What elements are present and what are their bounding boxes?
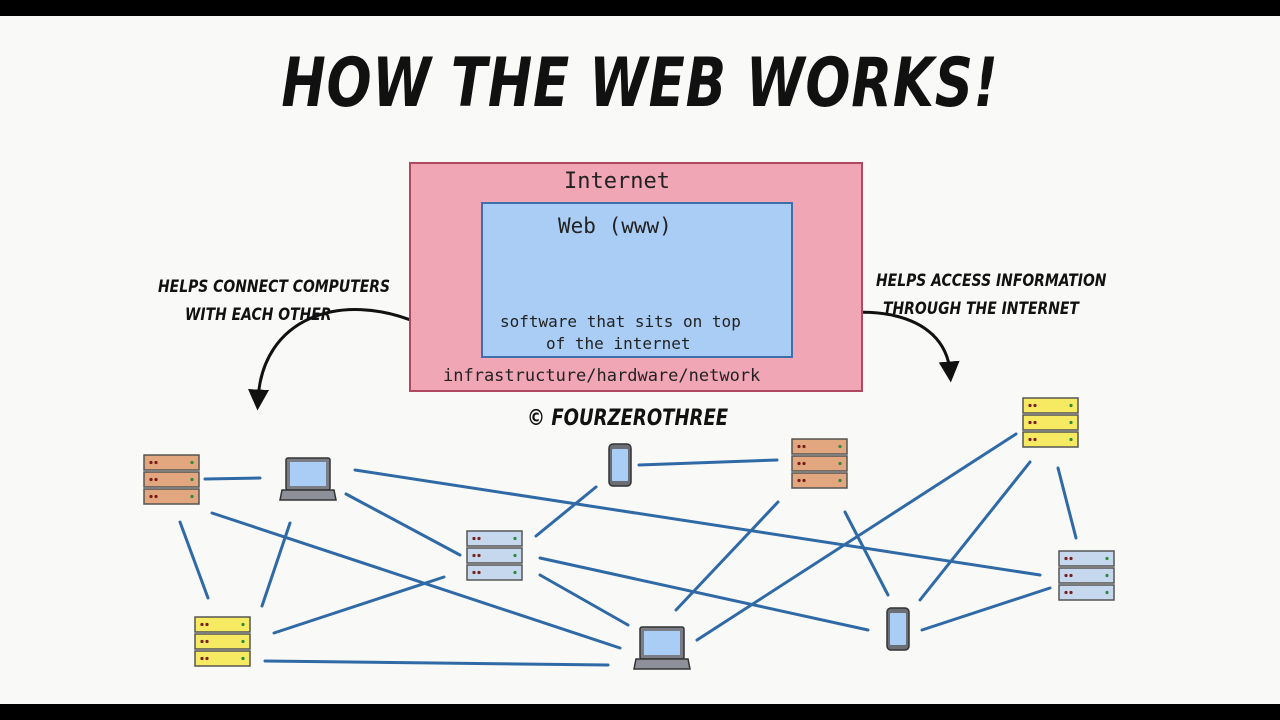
web-box bbox=[481, 202, 793, 358]
network-link bbox=[272, 575, 446, 635]
laptop-icon bbox=[633, 626, 691, 670]
network-link bbox=[353, 468, 1042, 577]
phone-icon bbox=[886, 607, 910, 651]
network-link bbox=[178, 520, 210, 600]
network-link bbox=[210, 511, 622, 650]
server-icon bbox=[791, 438, 848, 489]
network-link bbox=[918, 460, 1032, 602]
network-graph bbox=[143, 308, 1115, 670]
server-icon bbox=[194, 616, 251, 667]
network-link bbox=[920, 586, 1052, 632]
right-note-line1: HELPS ACCESS INFORMATION bbox=[876, 271, 1107, 291]
page-title: HOW THE WEB WORKS! bbox=[281, 44, 999, 123]
web-description-line1: software that sits on top bbox=[500, 312, 741, 331]
network-link bbox=[843, 510, 890, 597]
arrow-to-left-network bbox=[248, 308, 419, 411]
network-link bbox=[344, 492, 462, 557]
network-links bbox=[178, 432, 1078, 667]
credit: © FOURZEROTHREE bbox=[527, 406, 729, 431]
network-link bbox=[203, 476, 262, 481]
server-icon bbox=[1022, 397, 1079, 448]
diagram-canvas: HOW THE WEB WORKS! Internet Web (www) so… bbox=[0, 16, 1280, 704]
laptop-icon bbox=[279, 457, 337, 501]
server-icon bbox=[1058, 550, 1115, 601]
network-link bbox=[674, 500, 780, 612]
network-link bbox=[538, 573, 630, 627]
left-note-line1: HELPS CONNECT COMPUTERS bbox=[158, 277, 391, 297]
network-link bbox=[260, 521, 292, 608]
server-icon bbox=[466, 530, 523, 581]
web-description-line2: of the internet bbox=[546, 334, 691, 353]
phone-icon bbox=[608, 443, 632, 487]
network-link bbox=[1056, 466, 1078, 540]
server-icon bbox=[143, 454, 200, 505]
web-label: Web (www) bbox=[558, 214, 672, 238]
internet-footer: infrastructure/hardware/network bbox=[443, 366, 761, 386]
internet-label: Internet bbox=[564, 169, 670, 194]
network-link bbox=[538, 556, 870, 632]
network-link bbox=[534, 485, 598, 538]
network-link bbox=[695, 432, 1018, 642]
network-link bbox=[637, 458, 779, 467]
left-note-line2: WITH EACH OTHER bbox=[185, 305, 332, 325]
network-link bbox=[263, 659, 610, 667]
right-note-line2: THROUGH THE INTERNET bbox=[883, 299, 1079, 319]
